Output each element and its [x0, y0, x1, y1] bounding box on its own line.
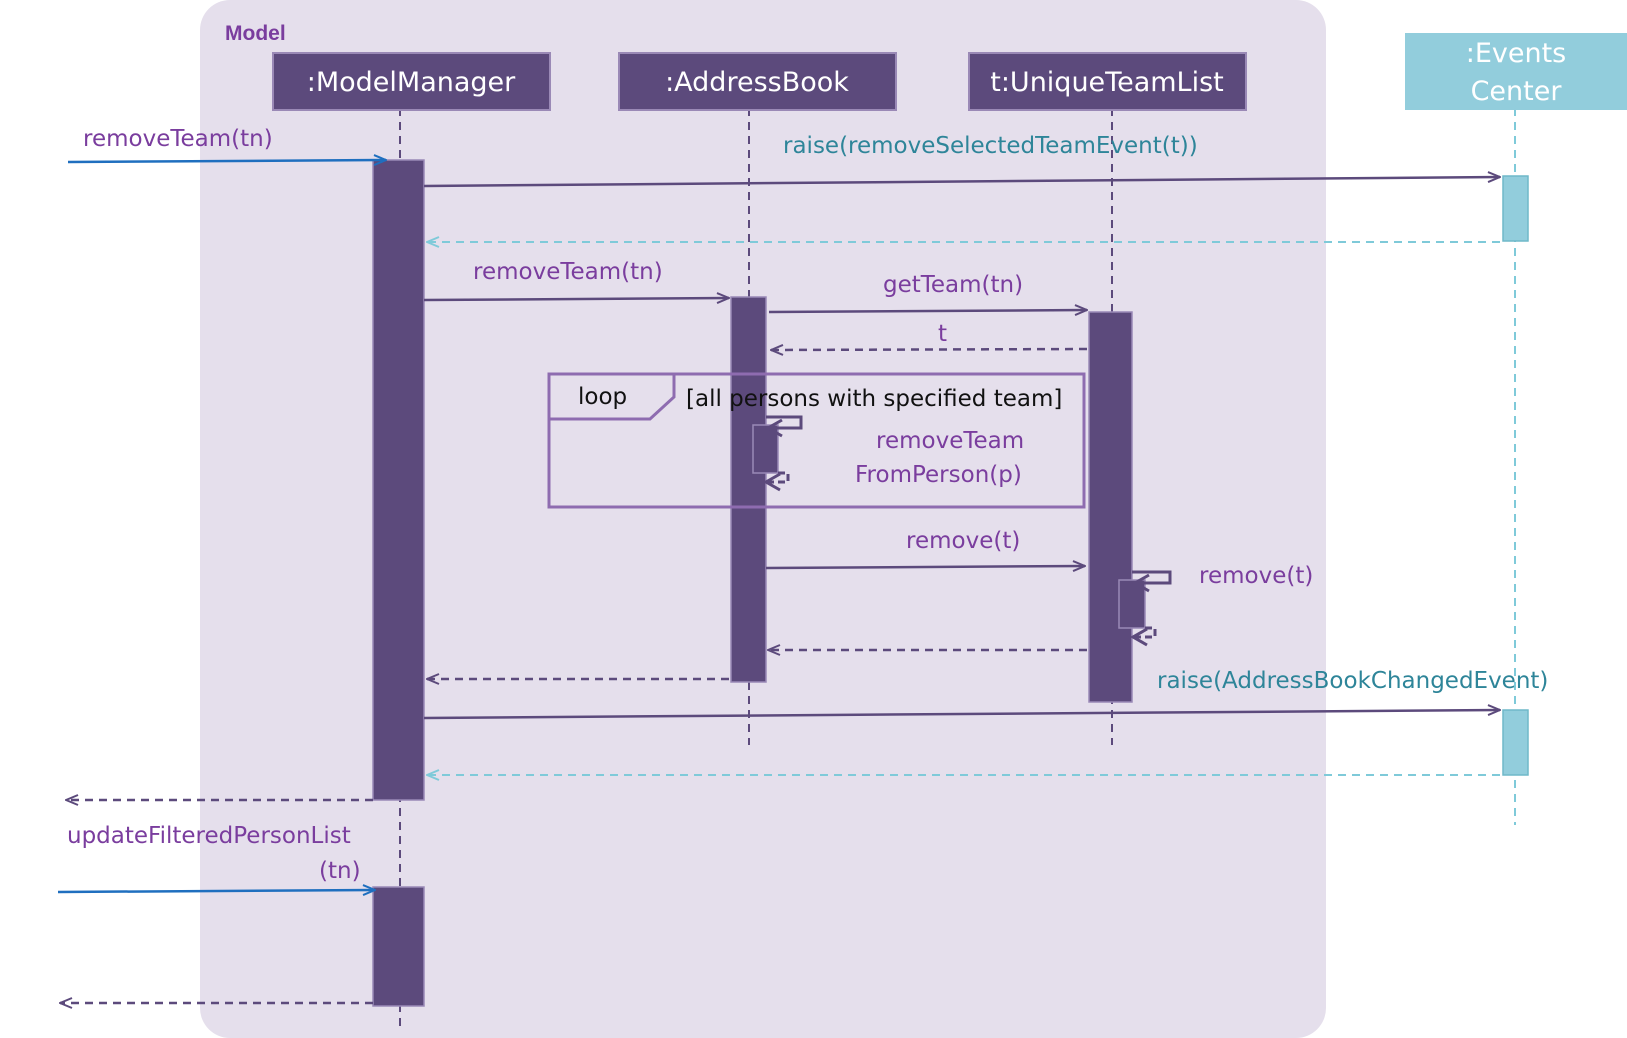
- message-remove-t-call: [765, 566, 1085, 568]
- participant-events-center: [1405, 33, 1627, 110]
- participant-model-manager: [272, 52, 551, 111]
- activation-model-manager-2: [372, 886, 425, 1007]
- message-raise-address-book-changed-label: raise(AddressBookChangedEvent): [1157, 668, 1548, 694]
- return-remove-team-from-person-self: [766, 471, 790, 484]
- message-remove-team-incoming: [67, 160, 386, 162]
- return-t: [771, 349, 1088, 350]
- model-frame-label: Model: [225, 22, 286, 45]
- message-remove-team-from-person-label-2: FromPerson(p): [855, 462, 1022, 488]
- participant-unique-team-list-label: t:UniqueTeamList: [990, 67, 1223, 98]
- message-update-filtered-label-1: updateFilteredPersonList: [67, 823, 351, 849]
- participant-address-book: [618, 52, 897, 111]
- message-remove-t-self-arrowhead: [1131, 573, 1150, 593]
- activation-address-book: [730, 296, 767, 683]
- message-raise-remove-selected: [423, 177, 1500, 188]
- return-remove-t-self-arrowhead: [1129, 627, 1148, 647]
- return-t-label: t: [938, 321, 947, 347]
- loop-fragment: [547, 372, 1086, 509]
- participant-events-center-label-1: :Events: [1466, 38, 1567, 69]
- activation-events-center-1: [1502, 175, 1529, 242]
- participant-events-center-label-2: Center: [1471, 76, 1563, 107]
- message-get-team: [768, 310, 1087, 312]
- message-remove-team-from-person-label-1: removeTeam: [876, 428, 1024, 454]
- message-remove-t-call-label: remove(t): [906, 528, 1020, 554]
- activation-model-manager-1: [372, 159, 425, 801]
- message-raise-address-book-changed: [423, 710, 1500, 720]
- message-remove-t-self: [1132, 570, 1172, 585]
- participant-model-manager-label: :ModelManager: [307, 67, 516, 98]
- return-remove-team-from-person-self-arrowhead: [762, 472, 781, 492]
- activation-unique-team-list-nested: [1118, 579, 1146, 629]
- message-remove-team-to-address-book-label: removeTeam(tn): [473, 259, 663, 285]
- message-remove-team-from-person-self: [766, 415, 803, 430]
- participant-unique-team-list: [968, 52, 1247, 111]
- loop-keyword: loop: [578, 384, 627, 410]
- return-remove-t-self: [1133, 626, 1157, 639]
- loop-fragment-tab: [549, 374, 676, 421]
- message-get-team-label: getTeam(tn): [883, 272, 1023, 298]
- message-remove-team-to-address-book: [423, 298, 729, 300]
- message-update-filtered-label-2: (tn): [319, 858, 361, 884]
- activation-unique-team-list: [1088, 311, 1133, 703]
- message-remove-team-from-person-self-arrowhead: [764, 418, 783, 438]
- message-remove-team-incoming-label: removeTeam(tn): [83, 126, 273, 152]
- loop-guard: [all persons with specified team]: [686, 386, 1062, 412]
- message-update-filtered-incoming: [57, 890, 375, 892]
- message-raise-remove-selected-label: raise(removeSelectedTeamEvent(t)): [783, 133, 1198, 159]
- activation-events-center-2: [1502, 709, 1529, 776]
- message-remove-t-self-label: remove(t): [1199, 563, 1313, 589]
- participant-address-book-label: :AddressBook: [665, 67, 849, 98]
